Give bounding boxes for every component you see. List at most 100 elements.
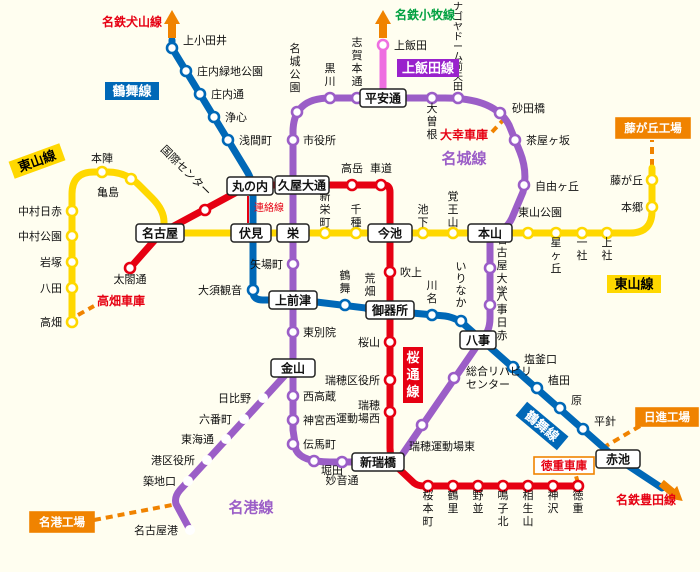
station-label[interactable]: 鳴子北 [498,488,509,528]
interchange-box[interactable] [226,176,274,196]
station-marker[interactable] [549,226,563,240]
station-marker[interactable] [258,393,268,403]
station-label[interactable]: 総合リハビリ [466,364,532,378]
station-marker[interactable] [286,389,300,403]
station-marker[interactable] [415,418,429,432]
station-label[interactable]: 川名 [427,279,438,305]
station-label[interactable]: 大須観音 [198,283,242,297]
station-label[interactable]: 瑞穂区役所 [325,373,380,387]
station-label[interactable]: 東山公園 [518,206,562,219]
station-marker[interactable] [65,229,79,243]
station-label[interactable]: 日比野 [218,392,251,405]
station-label[interactable]: 上小田井 [183,33,227,47]
interchange-box[interactable] [467,223,513,243]
interchange-box[interactable] [230,223,272,243]
interchange-box[interactable] [459,330,497,350]
station-marker[interactable] [571,479,585,493]
station-label[interactable]: 星ヶ丘 [551,236,562,275]
station-marker[interactable] [376,38,390,52]
station-marker[interactable] [446,226,460,240]
station-label[interactable]: 浄心 [225,110,247,124]
station-marker[interactable] [183,476,193,486]
interchange-label[interactable]: 新瑞橋 [360,455,397,470]
station-marker[interactable] [383,405,397,419]
station-marker[interactable] [286,437,300,451]
station-label[interactable]: 市役所 [303,133,336,147]
station-marker[interactable] [65,315,79,329]
station-marker[interactable] [600,226,614,240]
station-marker[interactable] [553,401,567,415]
interchange-label[interactable]: 赤池 [606,452,630,467]
interchange-label[interactable]: 本山 [478,226,502,241]
station-marker[interactable] [207,110,221,124]
station-label[interactable]: 池下 [418,203,429,229]
station-label[interactable]: 荒畑 [365,272,376,298]
station-marker[interactable] [446,479,460,493]
station-label[interactable]: 六番町 [199,413,232,426]
station-label[interactable]: 黒川 [325,62,336,88]
station-label[interactable]: 新栄町 [320,189,331,229]
station-marker[interactable] [123,261,137,275]
station-marker[interactable] [338,298,352,312]
station-label[interactable]: 鶴里 [448,488,459,515]
station-label[interactable]: 浅間町 [239,134,272,147]
interchange-label[interactable]: 伏見 [239,226,263,241]
station-marker[interactable] [383,265,397,279]
station-label[interactable]: 覚王山 [448,190,459,229]
station-label[interactable]: 東別院 [303,325,336,339]
station-label[interactable]: 運動場西 [336,411,380,425]
station-label[interactable]: 原 [571,394,582,407]
station-marker[interactable] [246,283,260,297]
station-marker[interactable] [493,106,507,120]
station-label[interactable]: 八事日赤 [497,290,508,342]
station-marker[interactable] [318,226,332,240]
station-label[interactable]: 瑞穂運動場東 [409,439,475,453]
station-label[interactable]: 中村日赤 [18,204,62,218]
station-marker[interactable] [65,204,79,218]
station-label[interactable]: 太閤通 [114,273,147,286]
station-marker[interactable] [521,226,535,240]
station-marker[interactable] [425,91,439,105]
station-label[interactable]: 上飯田 [394,38,427,52]
station-marker[interactable] [179,64,193,78]
station-label[interactable]: 西高蔵 [303,389,336,403]
interchange-label[interactable]: 上前津 [275,293,311,308]
station-label[interactable]: 吹上 [400,266,422,279]
station-marker[interactable] [193,87,207,101]
station-label[interactable]: 堀田 [321,464,343,477]
station-marker[interactable] [645,200,659,214]
station-marker[interactable] [483,298,497,312]
station-label[interactable]: 藤が丘 [610,173,643,187]
station-marker[interactable] [65,255,79,269]
station-marker[interactable] [286,257,300,271]
interchange-label[interactable]: 名古屋 [142,226,178,241]
station-marker[interactable] [307,454,321,468]
interchange-box[interactable] [359,88,407,108]
station-marker[interactable] [575,226,589,240]
station-marker[interactable] [471,479,485,493]
station-marker[interactable] [576,422,590,436]
station-marker[interactable] [521,479,535,493]
interchange-label[interactable]: 今池 [377,226,402,241]
station-marker[interactable] [451,91,465,105]
station-marker[interactable] [483,261,497,275]
station-marker[interactable] [383,373,397,387]
station-marker[interactable] [546,479,560,493]
station-marker[interactable] [506,360,520,374]
station-label[interactable]: 神宮西 [303,413,336,427]
station-label[interactable]: 築地口 [143,474,176,488]
station-label[interactable]: 自由ヶ丘 [535,179,579,193]
station-label[interactable]: 港区役所 [151,453,195,467]
interchange-box[interactable] [351,452,405,472]
station-label[interactable]: 瑞穂 [358,398,380,412]
station-label[interactable]: 名城公園 [290,41,301,94]
station-marker[interactable] [374,178,388,192]
station-marker[interactable] [517,178,531,192]
station-marker[interactable] [323,91,337,105]
station-marker[interactable] [508,133,522,147]
station-label[interactable]: 上社 [602,236,613,262]
station-marker[interactable] [286,133,300,147]
station-label[interactable]: 本郷 [621,200,643,214]
station-label[interactable]: 鶴舞 [340,268,351,295]
interchange-label[interactable]: 平安通 [365,91,401,106]
